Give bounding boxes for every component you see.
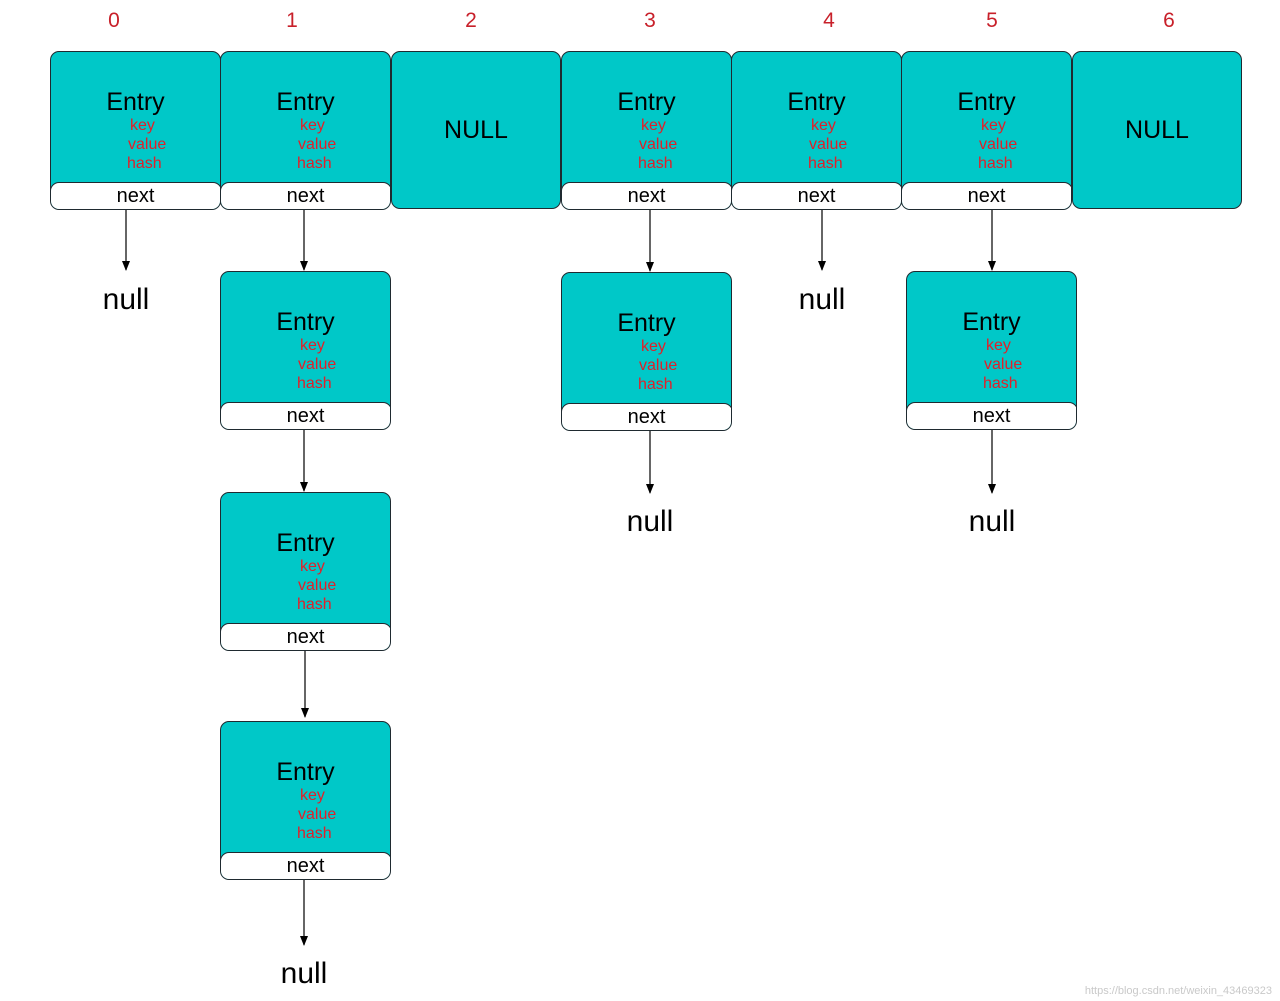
index-label-6: 6 xyxy=(1163,9,1175,32)
array-entry-3: Entry key value hash next xyxy=(561,51,732,210)
entry-title: Entry xyxy=(617,88,676,116)
entry-hash-field: hash xyxy=(297,155,332,172)
chain-entry-5-a: Entry key value hash next xyxy=(906,271,1077,430)
entry-value-field: value xyxy=(298,806,337,823)
entry-value-field: value xyxy=(639,357,678,374)
entry-value-field: value xyxy=(809,136,848,153)
entry-next-field: next xyxy=(732,181,901,209)
null-terminator-5: null xyxy=(968,505,1016,538)
entry-hash-field: hash xyxy=(297,596,332,613)
entry-title: Entry xyxy=(106,88,165,116)
entry-title: Entry xyxy=(617,309,676,337)
chain-entry-1-b: Entry key value hash next xyxy=(220,492,391,651)
entry-title: Entry xyxy=(276,758,335,786)
chain-entry-3-a: Entry key value hash next xyxy=(561,272,732,431)
entry-hash-field: hash xyxy=(127,155,162,172)
index-label-3: 3 xyxy=(644,9,656,32)
entry-hash-field: hash xyxy=(297,375,332,392)
entry-value-field: value xyxy=(298,136,337,153)
entry-next-field: next xyxy=(562,181,731,209)
index-label-0: 0 xyxy=(108,9,120,32)
entry-key-field: key xyxy=(641,117,666,134)
entry-next-field: next xyxy=(221,401,390,429)
null-terminator-0: null xyxy=(102,283,150,316)
array-entry-0: Entry key value hash next xyxy=(50,51,221,210)
entry-key-field: key xyxy=(300,117,325,134)
entry-hash-field: hash xyxy=(297,825,332,842)
entry-hash-field: hash xyxy=(978,155,1013,172)
chain-entry-1-a: Entry key value hash next xyxy=(220,271,391,430)
entry-key-field: key xyxy=(300,787,325,804)
array-null-cell-6: NULL xyxy=(1072,51,1242,209)
entry-value-field: value xyxy=(298,577,337,594)
entry-next-field: next xyxy=(562,402,731,430)
entry-title: Entry xyxy=(787,88,846,116)
entry-value-field: value xyxy=(298,356,337,373)
entry-value-field: value xyxy=(979,136,1018,153)
entry-hash-field: hash xyxy=(638,155,673,172)
entry-key-field: key xyxy=(641,338,666,355)
entry-title: Entry xyxy=(276,529,335,557)
array-entry-5: Entry key value hash next xyxy=(901,51,1072,210)
index-label-2: 2 xyxy=(465,9,477,32)
entry-key-field: key xyxy=(300,337,325,354)
entry-hash-field: hash xyxy=(983,375,1018,392)
entry-title: Entry xyxy=(276,88,335,116)
entry-value-field: value xyxy=(128,136,167,153)
entry-key-field: key xyxy=(981,117,1006,134)
entry-title: Entry xyxy=(957,88,1016,116)
entry-value-field: value xyxy=(639,136,678,153)
entry-key-field: key xyxy=(300,558,325,575)
entry-next-field: next xyxy=(902,181,1071,209)
index-label-5: 5 xyxy=(986,9,998,32)
index-label-1: 1 xyxy=(286,9,298,32)
null-terminator-1: null xyxy=(280,957,328,990)
chain-entry-1-c: Entry key value hash next xyxy=(220,721,391,880)
array-entry-4: Entry key value hash next xyxy=(731,51,902,210)
entry-hash-field: hash xyxy=(808,155,843,172)
index-label-4: 4 xyxy=(823,9,835,32)
null-terminator-4: null xyxy=(798,283,846,316)
null-terminator-3: null xyxy=(626,505,674,538)
entry-key-field: key xyxy=(130,117,155,134)
entry-title: Entry xyxy=(276,308,335,336)
entry-key-field: key xyxy=(986,337,1011,354)
entry-next-field: next xyxy=(221,181,390,209)
null-cell-label: NULL xyxy=(1125,116,1189,144)
entry-next-field: next xyxy=(221,851,390,879)
watermark: https://blog.csdn.net/weixin_43469323 xyxy=(1084,985,1272,997)
entry-next-field: next xyxy=(907,401,1076,429)
entry-hash-field: hash xyxy=(638,376,673,393)
entry-key-field: key xyxy=(811,117,836,134)
array-entry-1: Entry key value hash next xyxy=(220,51,391,210)
entry-next-field: next xyxy=(221,622,390,650)
array-null-cell-2: NULL xyxy=(391,51,561,209)
entry-title: Entry xyxy=(962,308,1021,336)
null-cell-label: NULL xyxy=(444,116,508,144)
entry-value-field: value xyxy=(984,356,1023,373)
entry-next-field: next xyxy=(51,181,220,209)
